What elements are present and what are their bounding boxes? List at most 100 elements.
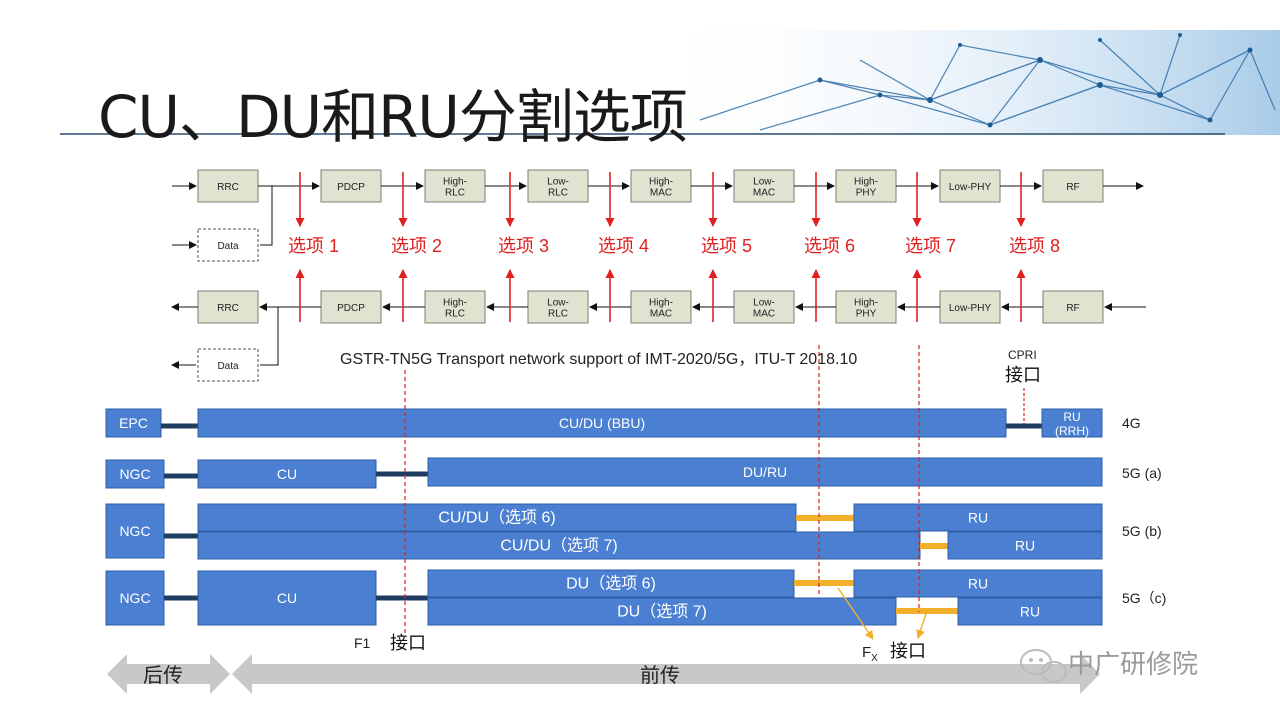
cudu-b6-bar-label: CU/DU（选项 6) [438, 509, 555, 527]
dl-block-7-label: Low-PHY [949, 182, 992, 193]
dl-block-6-label: High- [854, 177, 878, 188]
dl-data-label: Data [217, 241, 239, 252]
ul-block-3-box [527, 290, 589, 324]
fx-label: FX [862, 644, 878, 664]
diagram-labels: GSTR-TN5G Transport network support of I… [340, 348, 1041, 664]
ul-block-6-label: PHY [856, 309, 877, 320]
ul-data-label: Data [217, 361, 239, 372]
dl-block-5-label: MAC [753, 188, 775, 199]
option-label-6: 选项 6 [804, 236, 855, 256]
du-c6-bar-label: DU（选项 6) [566, 575, 656, 593]
ul-block-2-box [424, 290, 486, 324]
fx-main: F [862, 644, 871, 661]
ul-block-3-label: RLC [548, 309, 568, 320]
cudu-b7-bar-label: CU/DU（选项 7) [500, 537, 617, 555]
dl-block-1-label: PDCP [337, 182, 365, 193]
rrh-box-label: (RRH) [1055, 424, 1089, 438]
backhaul-arrow [107, 654, 230, 694]
tag-4g: 4G [1122, 415, 1141, 431]
dl-data-link [260, 185, 273, 246]
cu-a-bar [197, 459, 377, 489]
ul-block-6-label: High- [854, 298, 878, 309]
tag-5gc: 5G（c) [1122, 590, 1166, 606]
ul-block-2-label: RLC [445, 309, 465, 320]
du-c7-bar [427, 597, 897, 626]
dura-a-bar-label: DU/RU [743, 464, 787, 480]
option-label-2: 选项 2 [391, 236, 442, 256]
epc-box [105, 408, 162, 438]
ru-c7-box-label: RU [1020, 604, 1040, 620]
ngc-a-box [105, 459, 165, 489]
dl-block-2-label: High- [443, 177, 467, 188]
tag-5gb: 5G (b) [1122, 523, 1162, 539]
ul-block-7-label: Low-PHY [949, 303, 992, 314]
watermark: 中广研修院 [1068, 649, 1198, 679]
dl-block-0-box [197, 169, 259, 203]
source-note: GSTR-TN5G Transport network support of I… [340, 351, 857, 368]
option-label-5: 选项 5 [701, 236, 752, 256]
tag-5ga: 5G (a) [1122, 465, 1162, 481]
dl-block-5-label: Low- [753, 177, 775, 188]
option-label-4: 选项 4 [598, 236, 649, 256]
ul-block-7-box [939, 290, 1001, 324]
dl-block-3-label: RLC [548, 188, 568, 199]
dl-block-2-box [424, 169, 486, 203]
ul-block-0-label: RRC [217, 303, 239, 314]
ru-c6-box-label: RU [968, 576, 988, 592]
ngc-b-box-label: NGC [119, 523, 150, 539]
ru-b6-box-label: RU [968, 510, 988, 526]
dl-block-6-label: PHY [856, 188, 877, 199]
du-c7-bar-label: DU（选项 7) [617, 603, 707, 621]
ru-b6-box [853, 503, 1103, 532]
ru-c6-box [853, 569, 1103, 598]
fronthaul-label: 前传 [640, 664, 680, 687]
dura-a-bar [427, 457, 1103, 487]
fx-interface-label: 接口 [890, 641, 926, 661]
option-label-1: 选项 1 [288, 236, 339, 256]
cu-c-bar-label: CU [277, 590, 297, 606]
ul-block-5-label: MAC [753, 309, 775, 320]
ul-block-4-label: MAC [650, 309, 672, 320]
dl-block-8-label: RF [1066, 182, 1079, 193]
page-title: CU、DU和RU分割选项 [98, 83, 688, 151]
ul-block-2-label: High- [443, 298, 467, 309]
cudu-b6-bar [197, 503, 797, 532]
ul-block-4-label: High- [649, 298, 673, 309]
ngc-c-box-label: NGC [119, 590, 150, 606]
dl-data-box [197, 228, 259, 262]
dl-block-2-label: RLC [445, 188, 465, 199]
dl-block-1-box [320, 169, 382, 203]
ul-block-1-label: PDCP [337, 303, 365, 314]
ul-block-0-box [197, 290, 259, 324]
epc-box-label: EPC [119, 415, 148, 431]
network-mesh-graphic [60, 30, 1280, 135]
cu-a-bar-label: CU [277, 466, 297, 482]
ru-c7-box [957, 597, 1103, 626]
ul-block-5-box [733, 290, 795, 324]
wechat-icon [1020, 649, 1067, 683]
dl-block-4-label: MAC [650, 188, 672, 199]
cudu-b7-bar [197, 531, 921, 560]
fx-sub: X [871, 653, 878, 664]
ul-block-3-label: Low- [547, 298, 569, 309]
dl-block-4-label: High- [649, 177, 673, 188]
ul-data-box [197, 348, 259, 382]
ul-data-link [260, 306, 279, 366]
cpri-label: CPRI [1008, 348, 1037, 362]
bbu-bar-label: CU/DU (BBU) [559, 415, 645, 431]
ngc-c-box [105, 570, 165, 626]
dl-block-8-box [1042, 169, 1104, 203]
rrh-box [1041, 408, 1103, 438]
ngc-a-box-label: NGC [119, 466, 150, 482]
ul-block-5-label: Low- [753, 298, 775, 309]
backhaul-label: 后传 [143, 664, 183, 687]
rrh-box-label: RU [1063, 410, 1080, 424]
option-label-3: 选项 3 [498, 236, 549, 256]
ru-b7-box [947, 531, 1103, 560]
ul-block-4-box [630, 290, 692, 324]
f1-interface-label: 接口 [390, 633, 426, 653]
bbu-bar [197, 408, 1007, 438]
cpri-interface-label: 接口 [1005, 365, 1041, 385]
